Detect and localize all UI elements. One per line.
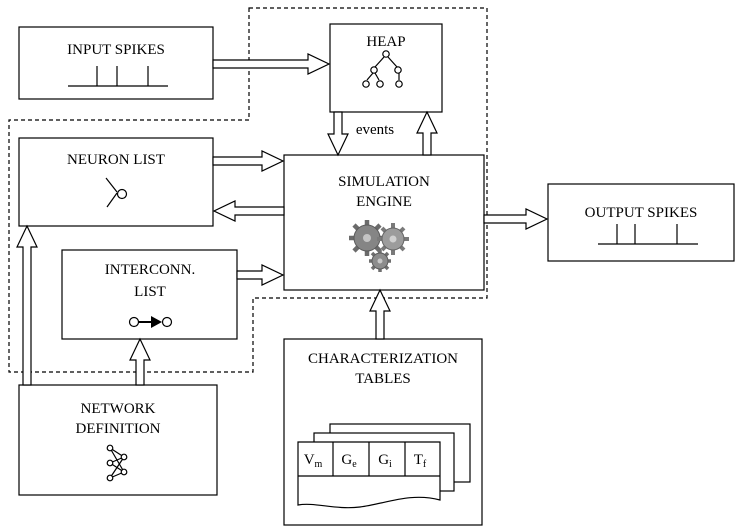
network-definition-block: NETWORK DEFINITION: [18, 384, 218, 496]
table-col-gi: Gi: [378, 452, 392, 470]
arrow-engine-to-heap: [416, 110, 438, 156]
heap-block: HEAP: [329, 23, 443, 113]
simulation-engine-label-2: ENGINE: [356, 194, 412, 210]
interconn-list-block: INTERCONN. LIST: [61, 249, 238, 340]
characterization-tables-label-2: TABLES: [355, 371, 410, 387]
network-definition-label-1: NETWORK: [81, 401, 156, 417]
tree-icon: [362, 50, 403, 88]
arrow-heap-to-engine: [327, 111, 349, 157]
arrow-input-to-heap: [212, 53, 331, 75]
arrow-neuron-to-engine: [212, 150, 285, 172]
core-boundary: [8, 7, 488, 373]
table-col-vm: Vm: [304, 452, 323, 470]
table-header-row: Vm Ge Gi Tf: [298, 442, 440, 477]
arrow-netdef-to-interconn: [129, 337, 151, 386]
events-label: events: [356, 122, 394, 138]
neuron-list-block: NEURON LIST: [18, 137, 214, 227]
connection-icon: [128, 316, 173, 328]
arrow-engine-to-output: [483, 208, 549, 230]
neuron-icon: [105, 177, 128, 208]
input-spikes-label: INPUT SPIKES: [67, 42, 165, 58]
simulation-engine-block: SIMULATION ENGINE: [283, 154, 485, 291]
network-definition-label-2: DEFINITION: [76, 421, 161, 437]
network-icon: [106, 444, 128, 482]
input-spikes-block: INPUT SPIKES: [18, 26, 214, 100]
gears-icon: [349, 220, 409, 272]
characterization-tables-block: CHARACTERIZATION TABLES Vm Ge Gi Tf: [283, 338, 483, 526]
neuron-list-label: NEURON LIST: [67, 152, 165, 168]
arrow-engine-to-neuron: [212, 200, 285, 222]
table-col-ge: Ge: [341, 452, 357, 470]
interconn-list-label-1: INTERCONN.: [105, 262, 195, 278]
heap-label: HEAP: [366, 34, 405, 50]
arrow-netdef-to-neuron: [16, 224, 38, 386]
spike-train-icon: [68, 66, 168, 87]
characterization-tables-label-1: CHARACTERIZATION: [308, 351, 458, 367]
simulation-engine-label-1: SIMULATION: [338, 174, 430, 190]
interconn-list-label-2: LIST: [134, 284, 166, 300]
arrow-interconn-to-engine: [236, 264, 285, 286]
spike-train-icon: [598, 224, 698, 245]
arrow-tables-to-engine: [369, 288, 391, 340]
table-col-tf: Tf: [414, 452, 427, 470]
output-spikes-label: OUTPUT SPIKES: [585, 205, 698, 221]
output-spikes-block: OUTPUT SPIKES: [547, 183, 735, 262]
